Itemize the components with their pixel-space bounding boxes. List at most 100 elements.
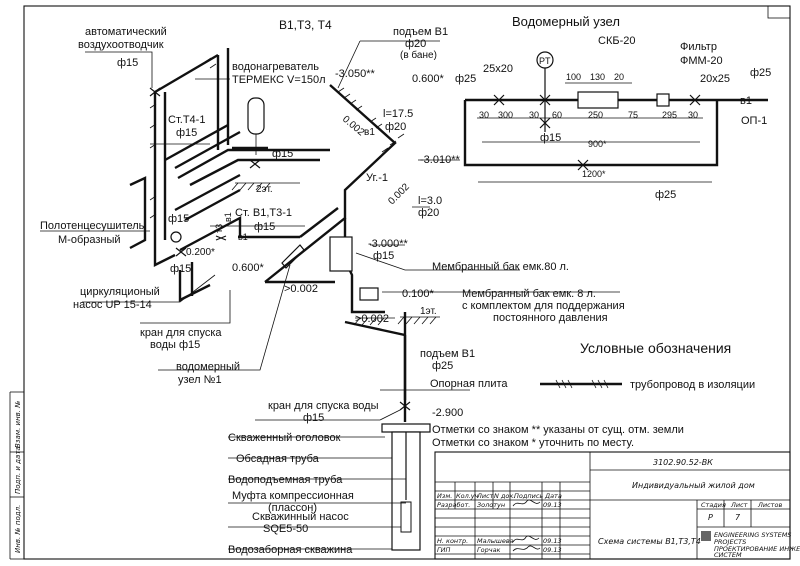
label-labels-coupling_2: (пласcон) bbox=[268, 502, 317, 514]
valve-icon bbox=[149, 87, 411, 411]
label-labels-slope_002d: >0.002 bbox=[355, 313, 389, 325]
label-stamp-gip_name: Горчак bbox=[477, 546, 501, 554]
label-labels-slope_002a: 0.002 bbox=[340, 114, 367, 139]
signature-nk bbox=[512, 535, 540, 543]
label-stamp-cols-4: Подпись bbox=[514, 492, 543, 500]
label-stamp-cols-0: Изм. bbox=[437, 492, 452, 500]
label-meter_unit-labels-branch: ф15 bbox=[540, 132, 561, 144]
label-labels-air_vent: автоматический bbox=[85, 26, 167, 38]
label-labels-t3: т3 bbox=[214, 224, 224, 233]
label-meter_unit-labels-line_code: в1 bbox=[740, 95, 752, 107]
label-labels-well_head: Скваженный оголовок bbox=[228, 432, 341, 444]
label-labels-coupling: Муфта компрессионная bbox=[232, 490, 354, 502]
label-labels-drain_b_d: ф15 bbox=[303, 412, 324, 424]
label-labels-membrane80: Мембранный бак емк.80 л. bbox=[432, 261, 569, 273]
label-stamp-sheets_h: Листов bbox=[757, 501, 782, 509]
label-stamp-dev_date: 09.13 bbox=[543, 501, 562, 509]
meter-level: 0.600* bbox=[412, 73, 445, 85]
label-labels-riser_st: Ст. В1,Т3-1 bbox=[235, 207, 292, 219]
label-labels-heater_2: ТЕРМЕКС V=150л bbox=[232, 74, 326, 86]
water-heater bbox=[247, 97, 265, 135]
label-labels-meter_node: водомерный bbox=[176, 361, 240, 373]
label-meter_unit-dims_bottom-7: 30 bbox=[688, 110, 698, 120]
label-labels-lvl_200: 0.200* bbox=[186, 247, 215, 258]
label-labels-membrane8_2: с комплектом для поддержания bbox=[462, 300, 625, 312]
well-head bbox=[381, 423, 431, 433]
signature-gip bbox=[512, 545, 541, 552]
membrane-tank-80 bbox=[329, 236, 353, 272]
corner-mark bbox=[767, 5, 791, 19]
label-meter_unit-dims_bottom-0: 30 bbox=[479, 110, 489, 120]
label-labels-floor1: 1эт. bbox=[420, 306, 437, 317]
label-labels-drain: кран для спуска bbox=[140, 327, 222, 339]
towel-dryer-pipe bbox=[129, 176, 147, 250]
circulation-pump-icon bbox=[170, 231, 182, 243]
label-labels-lvl_600: 0.600* bbox=[232, 262, 265, 274]
label-labels-casing: Обсадная труба bbox=[236, 453, 320, 465]
riser-t4-pipe bbox=[153, 92, 176, 267]
label-meter_unit-dims_bottom-2: 30 bbox=[529, 110, 539, 120]
label-stamp-gip_date: 09.13 bbox=[543, 546, 562, 554]
label-stamp-company_2: PROJECTS bbox=[714, 538, 746, 546]
label-stamp-code: 3102.90.52-ВК bbox=[653, 458, 713, 467]
label-stamp-company: ENGINEERING SYSTEMS bbox=[714, 531, 791, 539]
label-meter_unit-labels-pipe_right: ф25 bbox=[750, 67, 771, 79]
upper-run-pipe bbox=[164, 123, 229, 162]
legend-title: Условные обозначения bbox=[580, 340, 731, 356]
label-labels-membrane8_3: постоянного давления bbox=[493, 312, 608, 324]
label-meter_unit-dims_top-0: 100 bbox=[566, 72, 581, 82]
label-labels-lvl_3010: -3.010** bbox=[420, 154, 460, 166]
filter-fmm20 bbox=[656, 93, 670, 107]
meter-unit-title: Водомерный узел bbox=[512, 14, 620, 29]
label-labels-f15_c: ф15 bbox=[170, 263, 191, 275]
label-meter_unit-dims_top-2: 20 bbox=[614, 72, 624, 82]
label-labels-support: Опорная плита bbox=[430, 378, 508, 390]
label-stamp-dev_name: Золотун bbox=[477, 501, 505, 509]
label-stamp-stage_h: Стадия bbox=[701, 501, 726, 509]
label-labels-air_vent_2: воздухоотводчик bbox=[78, 39, 164, 51]
company-logo-icon bbox=[701, 531, 711, 541]
label-stamp-nk_date: 09.13 bbox=[543, 537, 562, 545]
side-inv-label: Инв. № подл. bbox=[14, 505, 22, 553]
label-meter_unit-total_b: 1200* bbox=[582, 169, 606, 179]
label-stamp-dev_role: Разработ. bbox=[437, 501, 470, 509]
label-meter_unit-dims_bottom-1: 300 bbox=[498, 110, 513, 120]
label-labels-air_vent_d: ф15 bbox=[117, 57, 138, 69]
label-stamp-stage: Р bbox=[708, 513, 713, 522]
label-meter_unit-labels-pipe_left: ф25 bbox=[455, 73, 476, 85]
label-labels-riser_b1b: подъем В1 bbox=[420, 348, 475, 360]
label-legend-note2: Отметки со знаком * уточнить по месту. bbox=[432, 437, 634, 449]
title-block bbox=[434, 451, 791, 560]
label-meter_unit-labels-fitting_right: 20х25 bbox=[700, 73, 730, 85]
label-meter_unit-labels-outlet: ОП-1 bbox=[741, 115, 767, 127]
label-labels-meter_node_2: узел №1 bbox=[178, 374, 222, 386]
side-replace-label: Взам. инв. № bbox=[14, 400, 22, 448]
label-meter_unit-dims_bottom-5: 75 bbox=[628, 110, 638, 120]
label-labels-riser_b1: подъем В1 bbox=[393, 26, 448, 38]
label-labels-towel: Полотенцесушитель bbox=[40, 220, 145, 232]
meter-node-1 bbox=[281, 244, 305, 269]
label-labels-b1_code: в1 bbox=[364, 127, 375, 138]
label-labels-pump_2: насос UP 15-14 bbox=[73, 299, 152, 311]
label-meter_unit-total_a: 900* bbox=[588, 139, 607, 149]
label-stamp-cols-5: Дата bbox=[544, 492, 562, 500]
label-labels-lvl_3000_d: ф15 bbox=[373, 250, 394, 262]
meter-skb20 bbox=[577, 91, 619, 109]
label-meter_unit-dims_bottom-3: 60 bbox=[552, 110, 562, 120]
label-meter_unit-labels-pressure: PT bbox=[539, 56, 551, 66]
label-labels-dim_30_d: ф20 bbox=[418, 207, 439, 219]
label-labels-riser_b1b_d: ф25 bbox=[432, 360, 453, 372]
label-meter_unit-labels-bottom_pipe: ф25 bbox=[655, 189, 676, 201]
label-labels-b1_b: в1 bbox=[223, 212, 233, 222]
label-labels-membrane8: Мембранный бак емк. 8 л. bbox=[462, 288, 596, 300]
outer-frame bbox=[23, 5, 791, 560]
well-pump bbox=[400, 501, 412, 533]
label-stamp-cols-1: Кол.уч bbox=[456, 492, 479, 500]
label-meter_unit-dims_bottom-6: 295 bbox=[662, 110, 677, 120]
label-labels-well_pump_2: SQE5-50 bbox=[263, 523, 308, 535]
label-labels-pump: циркуляционый bbox=[80, 286, 160, 298]
label-labels-slope_002c: >0.002 bbox=[284, 283, 318, 295]
label-stamp-company_3: ПРОЕКТИРОВАНИЕ ИНЖЕНЕРНЫХ bbox=[714, 545, 800, 553]
label-stamp-cols-3: N док. bbox=[494, 492, 515, 500]
label-labels-dim_30: l=3.0 bbox=[418, 195, 442, 207]
